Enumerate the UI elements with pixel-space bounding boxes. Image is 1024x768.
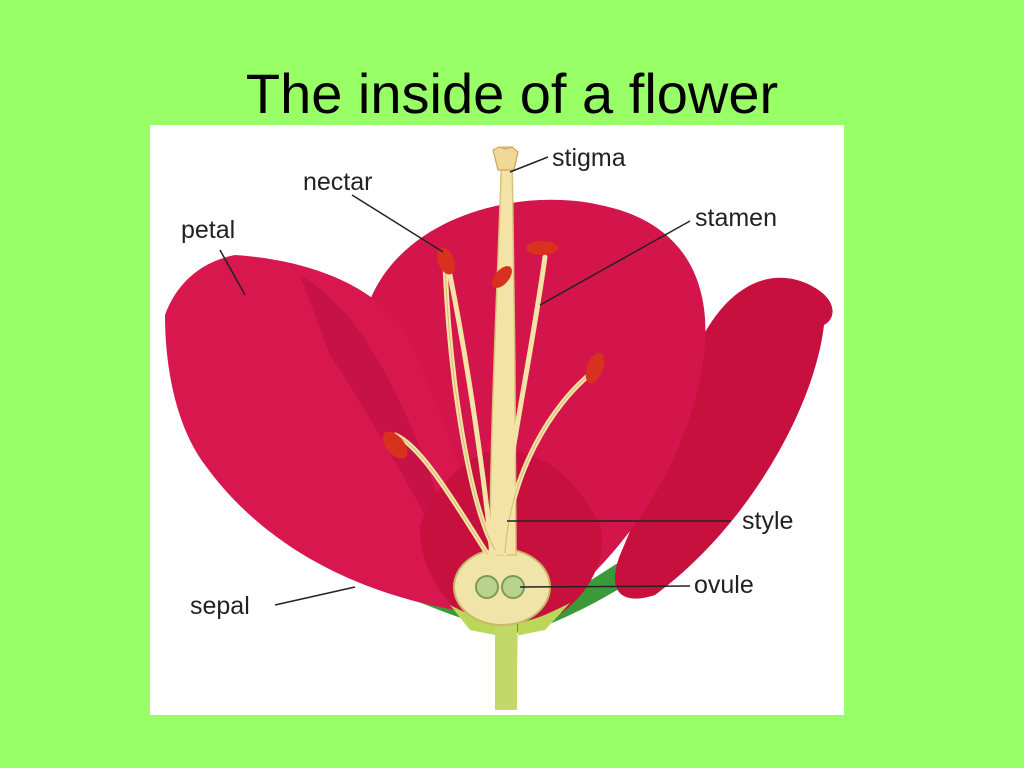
- label-ovule: ovule: [694, 571, 754, 599]
- anther-4: [585, 352, 605, 384]
- flower-diagram: stigma nectar petal stamen style ovule s…: [150, 125, 844, 715]
- petal-right: [614, 277, 833, 599]
- label-nectar: nectar: [303, 168, 373, 196]
- stigma-tip: [492, 146, 519, 171]
- anther-5: [382, 431, 408, 459]
- label-stigma: stigma: [552, 144, 626, 172]
- ovule-1: [475, 575, 499, 599]
- label-stamen: stamen: [695, 204, 777, 232]
- stem-shaft: [495, 620, 517, 710]
- anther-1: [437, 247, 455, 275]
- label-sepal: sepal: [190, 592, 250, 620]
- slide-title: The inside of a flower: [245, 62, 779, 125]
- leader-lines: [219, 156, 731, 606]
- anther-3: [526, 241, 558, 255]
- label-style: style: [742, 507, 794, 535]
- stamen-filament-outlines: [394, 264, 596, 556]
- anther-2: [492, 266, 512, 288]
- petal-left: [165, 255, 481, 611]
- flower-illustration: [165, 146, 833, 710]
- label-petal: petal: [181, 216, 236, 244]
